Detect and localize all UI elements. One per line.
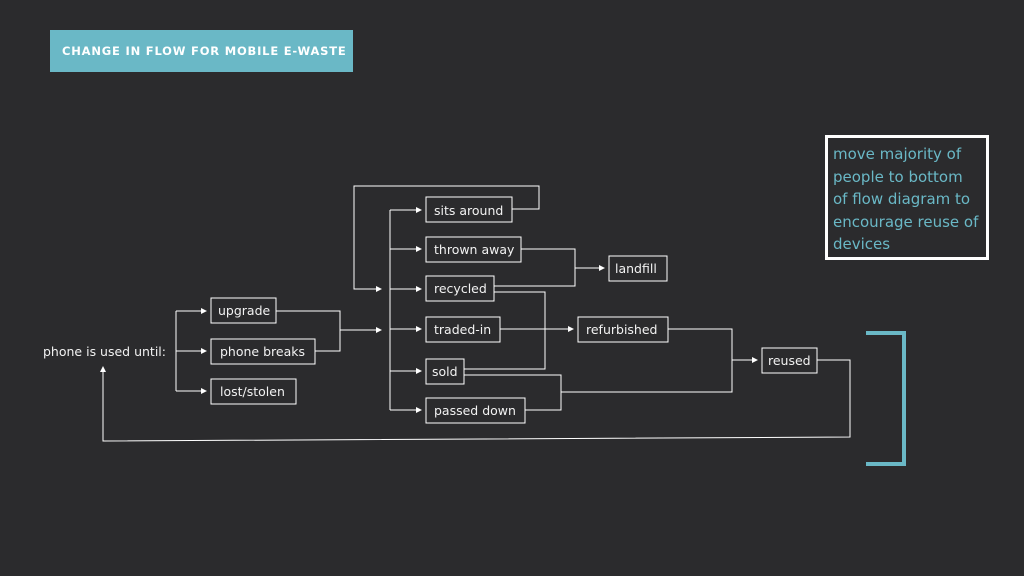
node-reused: reused	[761, 347, 818, 374]
connector-reuse-loop	[100, 359, 851, 442]
node-passed-down: passed down	[425, 397, 526, 424]
node-sold: sold	[425, 358, 465, 385]
node-lost-stolen-label: lost/stolen	[220, 384, 285, 399]
node-phone-breaks-label: phone breaks	[220, 344, 305, 359]
node-sits-around-label: sits around	[434, 203, 503, 218]
node-refurbished: refurbished	[577, 316, 669, 343]
connector-to-refurbished-merge	[464, 291, 546, 370]
node-traded-in: traded-in	[425, 316, 501, 343]
node-thrown-away-label: thrown away	[434, 242, 515, 257]
node-landfill: landfill	[608, 255, 668, 282]
connector-to-reused-merge	[561, 328, 733, 393]
node-upgrade: upgrade	[210, 297, 277, 324]
node-recycled: recycled	[425, 275, 495, 302]
callout-line: move majority of	[833, 145, 962, 163]
slide-title-bar: CHANGE IN FLOW FOR MOBILE E-WASTE	[50, 30, 353, 72]
node-phone-breaks: phone breaks	[210, 338, 316, 365]
callout-line: of flow diagram to	[833, 190, 971, 208]
connector-sits-around-loop	[353, 185, 540, 292]
node-passed-down-label: passed down	[434, 403, 516, 418]
node-traded-in-label: traded-in	[434, 322, 491, 337]
node-upgrade-label: upgrade	[218, 303, 271, 318]
connector-triggers-merge	[276, 310, 341, 352]
node-recycled-label: recycled	[434, 281, 487, 296]
connector-lines	[100, 185, 851, 442]
callout-note: move majority of people to bottom of flo…	[825, 135, 989, 260]
node-thrown-away: thrown away	[425, 236, 522, 263]
node-refurbished-label: refurbished	[586, 322, 657, 337]
node-sits-around: sits around	[425, 196, 513, 223]
node-sold-label: sold	[432, 364, 458, 379]
callout-line: encourage reuse of	[833, 212, 979, 231]
node-lost-stolen: lost/stolen	[210, 378, 297, 405]
node-landfill-label: landfill	[615, 261, 657, 276]
node-reused-label: reused	[768, 353, 811, 368]
callout-line: devices	[833, 235, 891, 253]
callout-line: people to bottom	[833, 167, 963, 186]
accent-bracket	[866, 331, 906, 466]
slide-title: CHANGE IN FLOW FOR MOBILE E-WASTE	[62, 44, 347, 58]
start-label: phone is used until:	[43, 344, 166, 359]
